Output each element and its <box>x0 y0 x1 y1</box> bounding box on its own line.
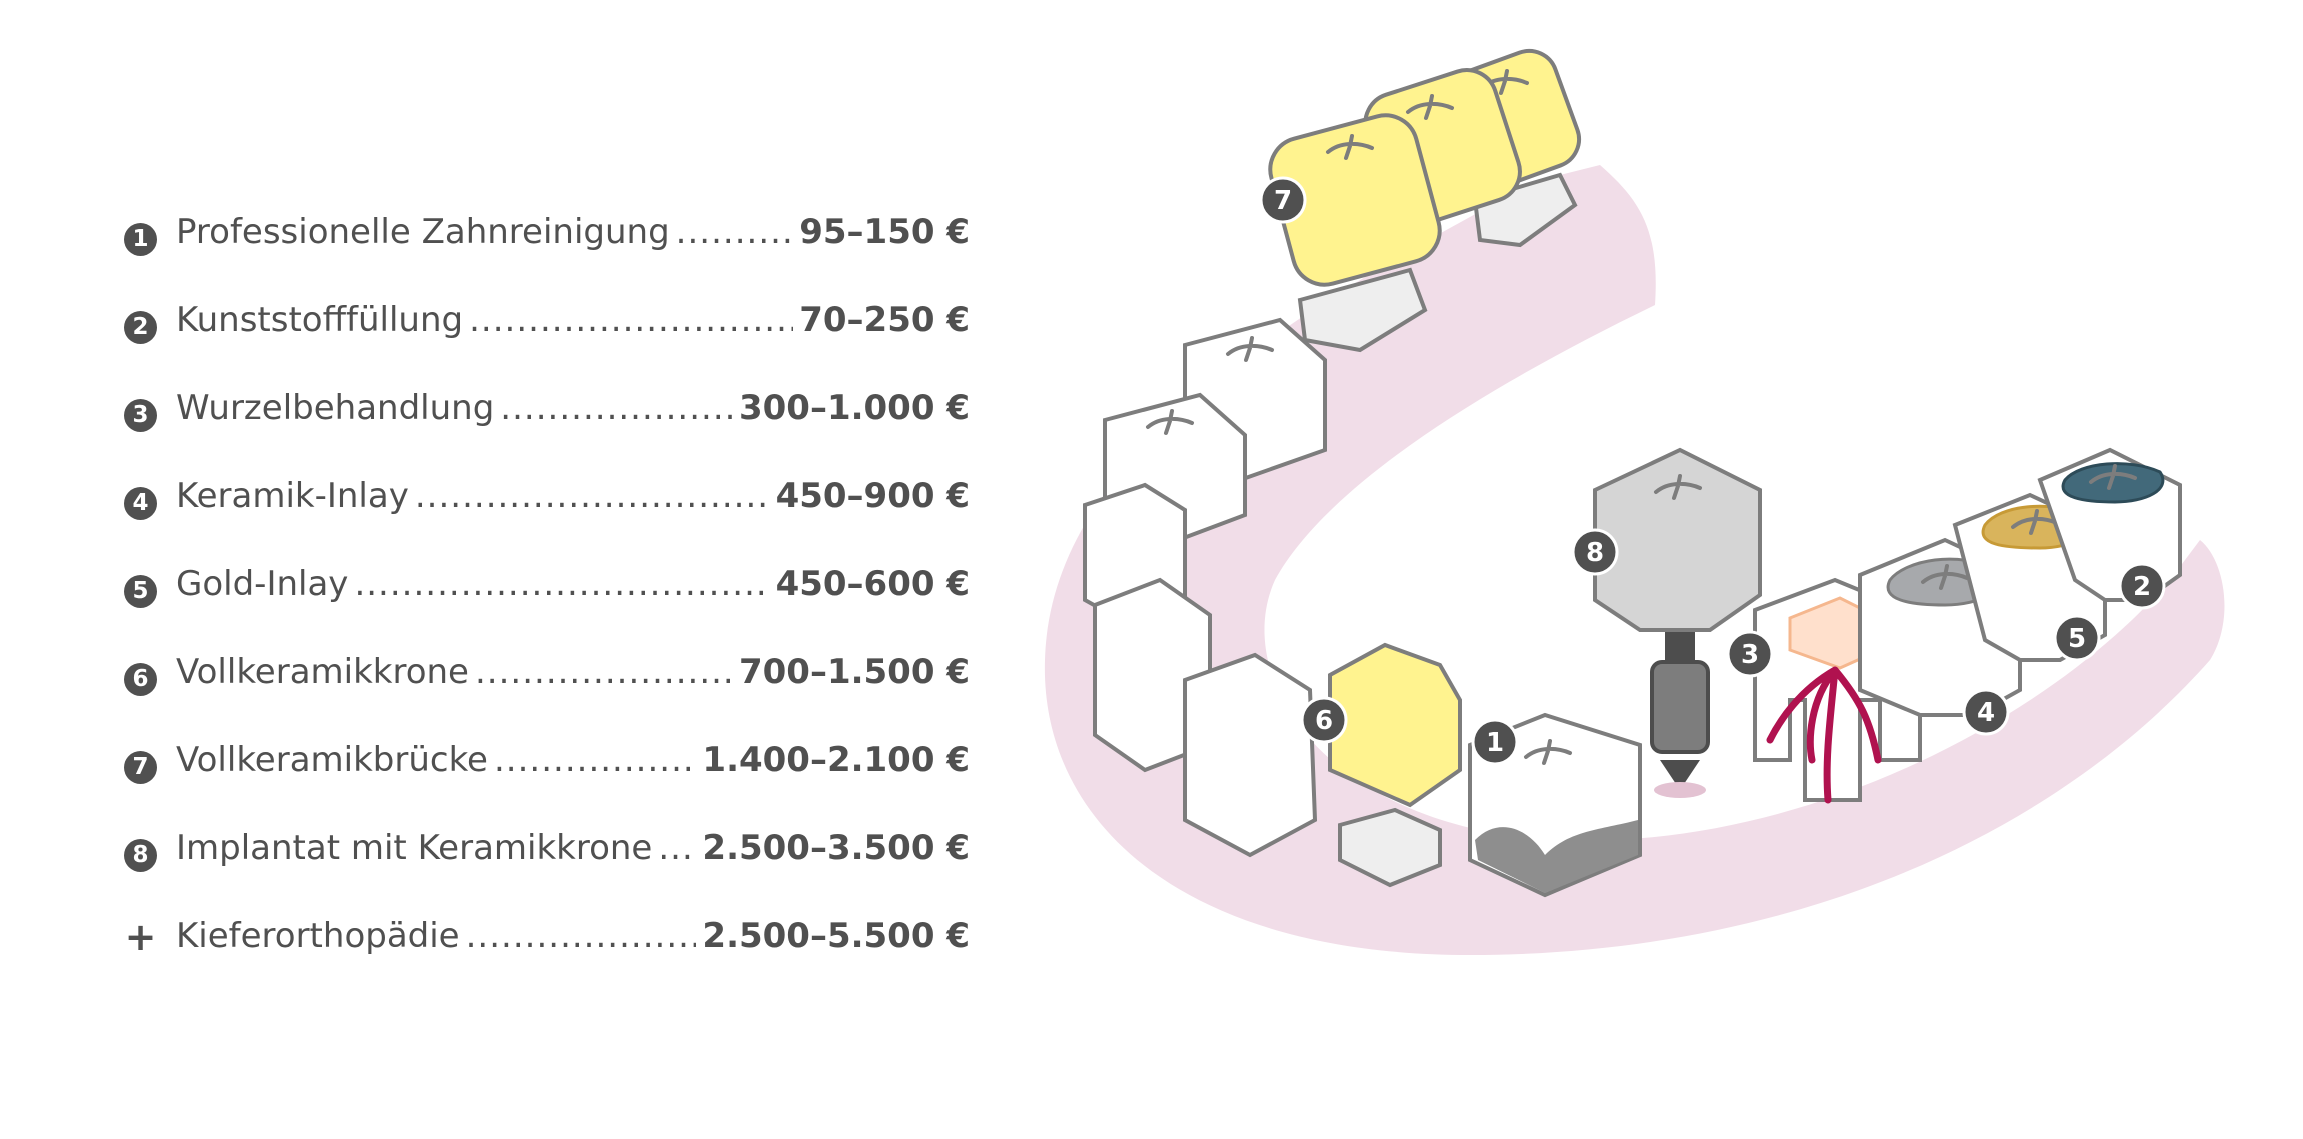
dot-leader <box>415 476 770 516</box>
treatment-price: 300–1.000 € <box>738 388 970 428</box>
treatment-label: Kunststofffüllung <box>176 300 464 340</box>
tooth-crown-6 <box>1328 642 1462 888</box>
badge-7: 7 <box>1259 176 1307 224</box>
treatment-price: 95–150 € <box>799 212 970 252</box>
dot-leader <box>469 300 793 340</box>
treatment-label: Wurzelbehandlung <box>176 388 495 428</box>
gum-arch <box>1044 165 2225 955</box>
price-list: 1 Professionelle Zahnreinigung 95–150 € … <box>124 212 970 1004</box>
badge-2: 2 <box>2118 562 2166 610</box>
svg-text:2: 2 <box>2133 572 2151 602</box>
treatment-price: 700–1.500 € <box>738 652 970 692</box>
badge-8: 8 <box>1571 528 1619 576</box>
badge-3: 3 <box>1726 630 1774 678</box>
number-badge: 7 <box>124 750 157 784</box>
treatment-price: 450–900 € <box>775 476 970 516</box>
treatment-price: 2.500–5.500 € <box>702 916 970 956</box>
list-item-3: 3 Wurzelbehandlung 300–1.000 € <box>124 388 970 476</box>
treatment-label: Kieferorthopädie <box>176 916 460 956</box>
treatment-price: 1.400–2.100 € <box>702 740 970 780</box>
svg-text:5: 5 <box>2068 624 2086 654</box>
list-item-1: 1 Professionelle Zahnreinigung 95–150 € <box>124 212 970 300</box>
tooth-filling-2 <box>2037 447 2182 602</box>
treatment-label: Implantat mit Keramikkrone <box>176 828 653 868</box>
dot-leader <box>354 564 769 604</box>
list-item-2: 2 Kunststofffüllung 70–250 € <box>124 300 970 388</box>
treatment-price: 450–600 € <box>775 564 970 604</box>
number-badge: 3 <box>124 398 157 432</box>
treatment-price: 2.500–3.500 € <box>702 828 970 868</box>
number-badge: 6 <box>124 662 157 696</box>
svg-text:1: 1 <box>1486 728 1504 758</box>
dot-leader <box>475 652 733 692</box>
treatment-price: 70–250 € <box>799 300 970 340</box>
number-badge: 5 <box>124 574 157 608</box>
list-item-5: 5 Gold-Inlay 450–600 € <box>124 564 970 652</box>
dot-leader <box>466 916 697 956</box>
list-item-9: + Kieferorthopädie 2.500–5.500 € <box>124 915 970 1004</box>
svg-text:8: 8 <box>1586 538 1604 568</box>
list-item-8: 8 Implantat mit Keramikkrone 2.500–3.500… <box>124 828 970 916</box>
badge-6: 6 <box>1300 696 1348 744</box>
tooth-left-lower-3 <box>1183 652 1318 858</box>
treatment-label: Gold-Inlay <box>176 564 349 604</box>
treatment-label: Professionelle Zahnreinigung <box>176 212 670 252</box>
list-item-4: 4 Keramik-Inlay 450–900 € <box>124 476 970 564</box>
treatment-label: Vollkeramikbrücke <box>176 740 488 780</box>
number-badge: 2 <box>124 310 157 344</box>
tooth-cleaning-1 <box>1468 712 1642 898</box>
number-badge: 4 <box>124 486 157 520</box>
tooth-implant-8 <box>1593 447 1762 798</box>
number-badge: 8 <box>124 838 157 872</box>
dot-leader <box>676 212 794 252</box>
dot-leader <box>658 828 696 868</box>
badge-1: 1 <box>1471 718 1519 766</box>
svg-text:7: 7 <box>1274 186 1292 216</box>
svg-text:4: 4 <box>1977 698 1995 728</box>
treatment-label: Vollkeramikkrone <box>176 652 469 692</box>
number-badge: 1 <box>124 222 157 256</box>
list-item-7: 7 Vollkeramikbrücke 1.400–2.100 € <box>124 740 970 828</box>
teeth-illustration: 7 8 3 6 1 4 5 2 <box>1044 48 2225 955</box>
badge-5: 5 <box>2053 614 2101 662</box>
dot-leader <box>494 740 696 780</box>
badge-4: 4 <box>1962 688 2010 736</box>
dot-leader <box>500 388 733 428</box>
svg-text:3: 3 <box>1741 640 1759 670</box>
treatment-label: Keramik-Inlay <box>176 476 409 516</box>
svg-text:6: 6 <box>1315 706 1333 736</box>
list-item-6: 6 Vollkeramikkrone 700–1.500 € <box>124 652 970 740</box>
plus-icon: + <box>124 915 157 959</box>
